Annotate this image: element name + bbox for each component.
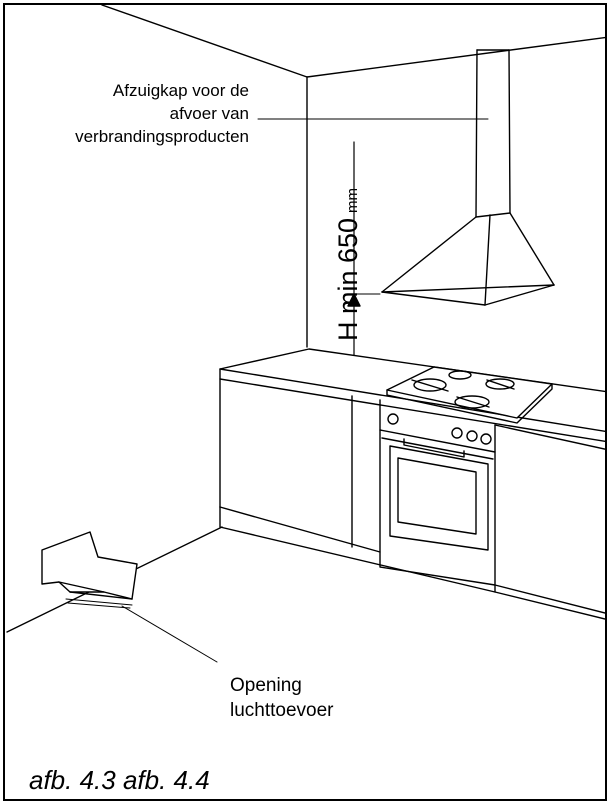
- opening-label-line2: luchttoevoer: [230, 700, 334, 721]
- oven-icon: [379, 413, 496, 551]
- height-label: H min 650 mm: [333, 188, 368, 341]
- height-unit: mm: [344, 187, 361, 213]
- opening-leader-line: [121, 605, 218, 663]
- opening-label: Opening luchttoevoer: [230, 673, 334, 723]
- opening-label-line1: Opening: [230, 675, 302, 696]
- hood-label: Afzuigkap voor de afvoer van verbranding…: [75, 79, 249, 148]
- kitchen-illustration: [6, 5, 605, 663]
- figure-caption: afb. 4.3 afb. 4.4: [29, 765, 210, 795]
- hood-label-line1: Afzuigkap voor de: [112, 81, 249, 100]
- hood-label-line2: afvoer van: [169, 104, 249, 123]
- hood-label-line3: verbrandingsproducten: [75, 127, 249, 146]
- height-value: H min 650: [333, 217, 363, 341]
- hob-icon: [386, 366, 553, 424]
- range-hood-icon: [381, 49, 555, 306]
- air-inlet-arrow-icon: [41, 531, 138, 609]
- diagram-frame: Afzuigkap voor de afvoer van verbranding…: [3, 3, 607, 801]
